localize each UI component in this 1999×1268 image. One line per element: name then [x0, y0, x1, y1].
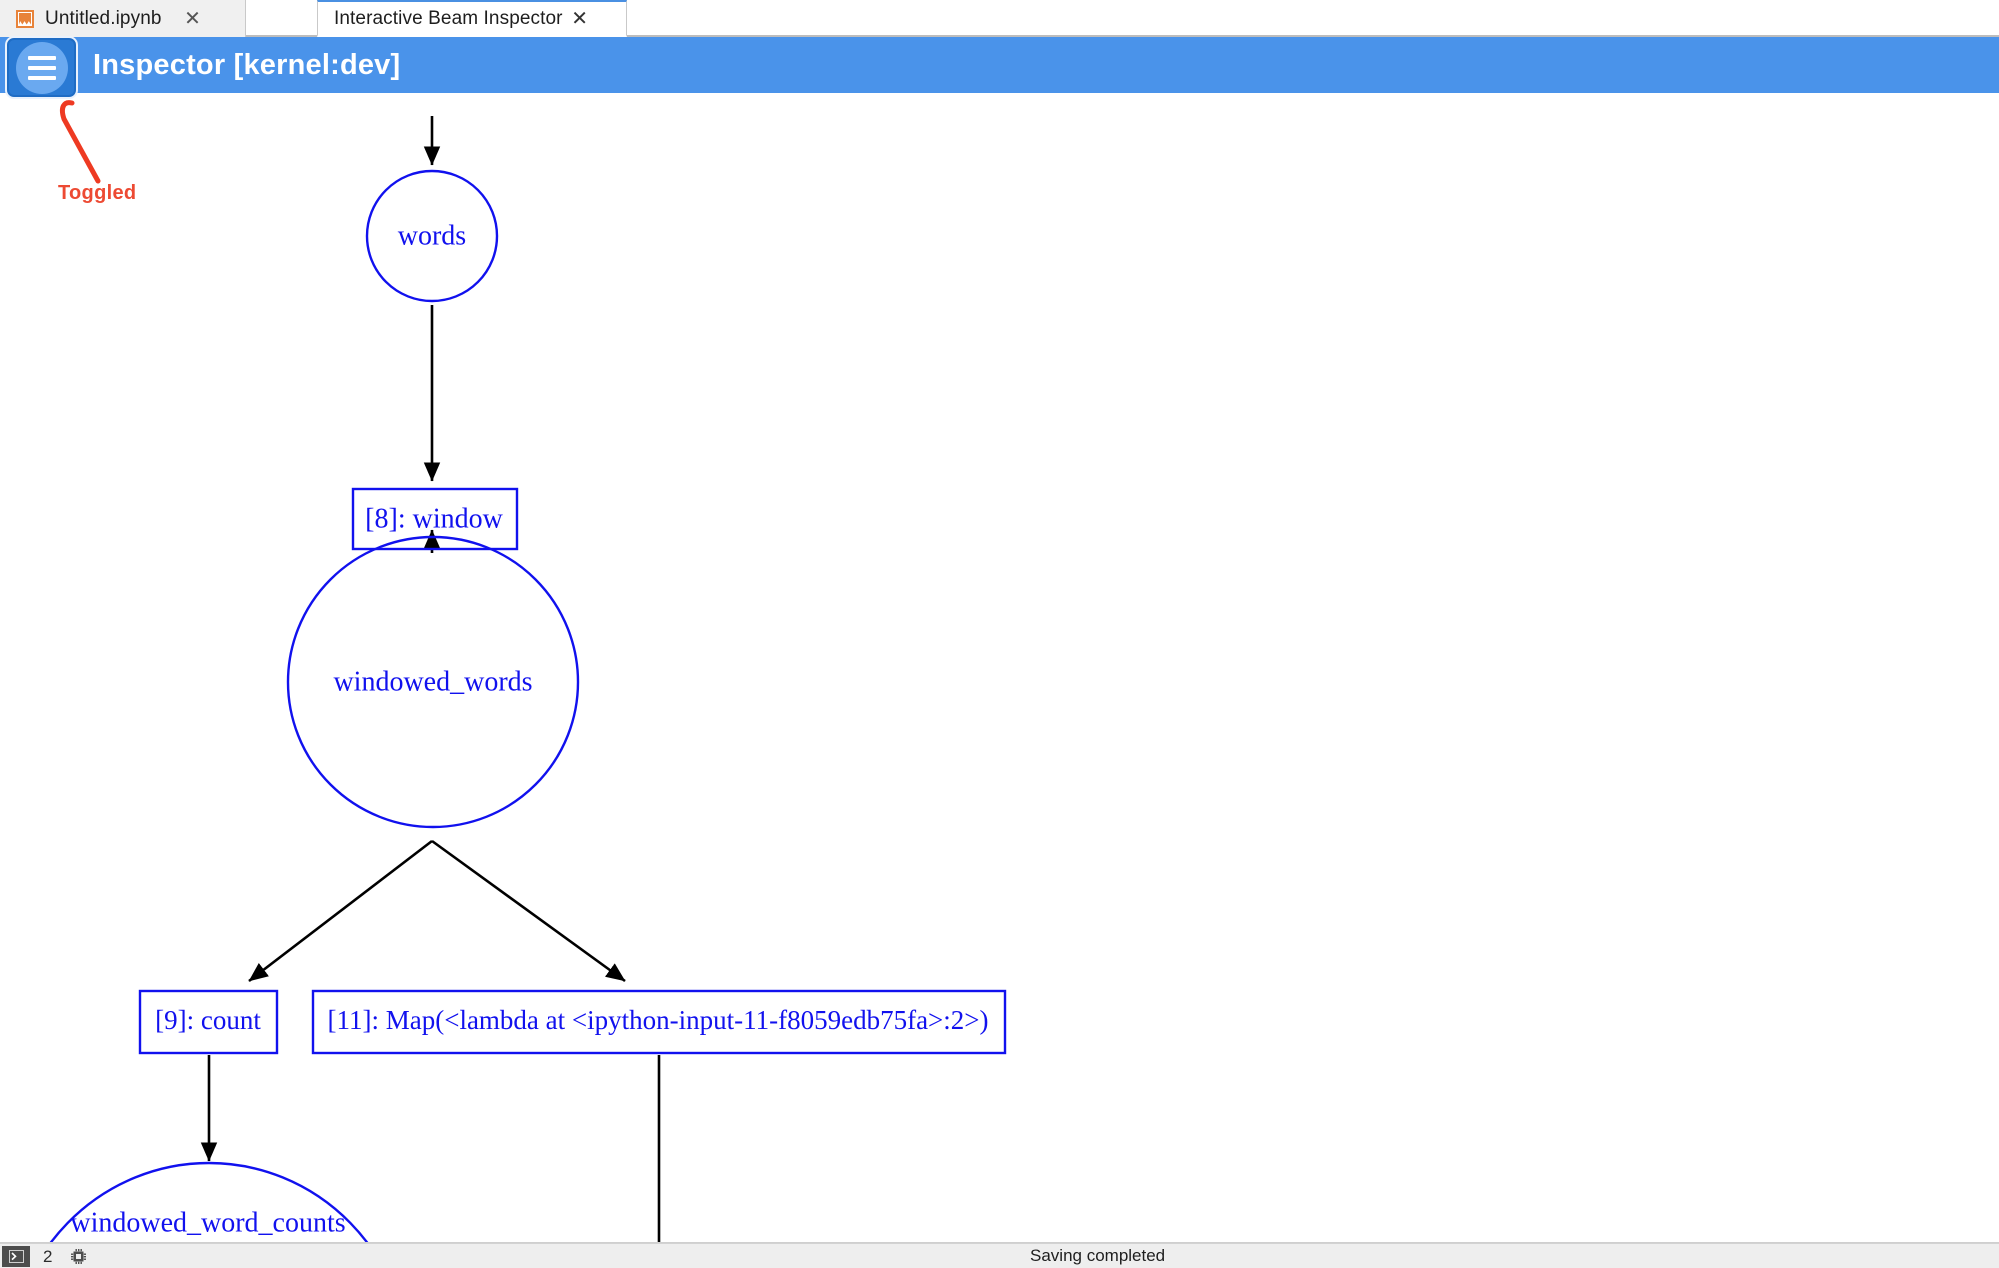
tab-bar: Untitled.ipynb ✕ Interactive Beam Inspec…	[0, 0, 1999, 37]
node-label-windowed-words: windowed_words	[333, 666, 532, 697]
node-label-words: words	[398, 220, 466, 251]
graph-node-labels: words [8]: window windowed_words [9]: co…	[70, 220, 988, 1238]
terminal-icon[interactable]	[2, 1245, 30, 1267]
kernel-count: 2	[43, 1246, 53, 1266]
notebook-icon	[16, 9, 34, 28]
beam-pipeline-graph-canvas[interactable]: words [8]: window windowed_words [9]: co…	[0, 93, 1999, 1243]
menu-toggle-button[interactable]	[7, 38, 76, 97]
node-words[interactable]	[365, 169, 499, 303]
status-bar: 2	[0, 1243, 1999, 1268]
node-window[interactable]	[351, 487, 519, 551]
node-label-window: [8]: window	[365, 503, 503, 534]
hamburger-icon	[15, 41, 68, 94]
tab-label: Interactive Beam Inspector	[334, 7, 563, 29]
node-windowed-word-counts[interactable]	[9, 1161, 409, 1243]
page-title: Inspector [kernel:dev]	[93, 49, 401, 81]
annotation-label: Toggled	[58, 182, 137, 204]
close-icon[interactable]: ✕	[571, 7, 588, 30]
inspector-header	[0, 37, 1999, 93]
status-message: Saving completed	[1030, 1246, 1166, 1265]
edge-windowed-words-to-count	[248, 839, 433, 983]
node-label-windowed-word-counts: windowed_word_counts	[70, 1207, 345, 1238]
tab-untitled-ipynb[interactable]: Untitled.ipynb ✕	[0, 0, 246, 37]
graph-edges	[200, 116, 661, 1242]
node-windowed-words[interactable]	[286, 535, 580, 829]
cpu-chip-icon[interactable]	[70, 1248, 87, 1265]
node-label-map-lambda: [11]: Map(<lambda at <ipython-input-11-f…	[328, 1005, 989, 1035]
tab-interactive-beam-inspector[interactable]: Interactive Beam Inspector ✕	[317, 0, 627, 37]
node-map-lambda[interactable]	[311, 989, 1007, 1055]
tab-label: Untitled.ipynb	[45, 7, 162, 29]
graph-nodes	[9, 169, 1007, 1243]
pipeline-dag: words [8]: window windowed_words [9]: co…	[9, 116, 1007, 1243]
node-count[interactable]	[138, 989, 279, 1055]
node-label-count: [9]: count	[155, 1005, 261, 1035]
edge-windowed-words-to-map	[431, 839, 626, 983]
close-icon[interactable]: ✕	[184, 7, 201, 30]
